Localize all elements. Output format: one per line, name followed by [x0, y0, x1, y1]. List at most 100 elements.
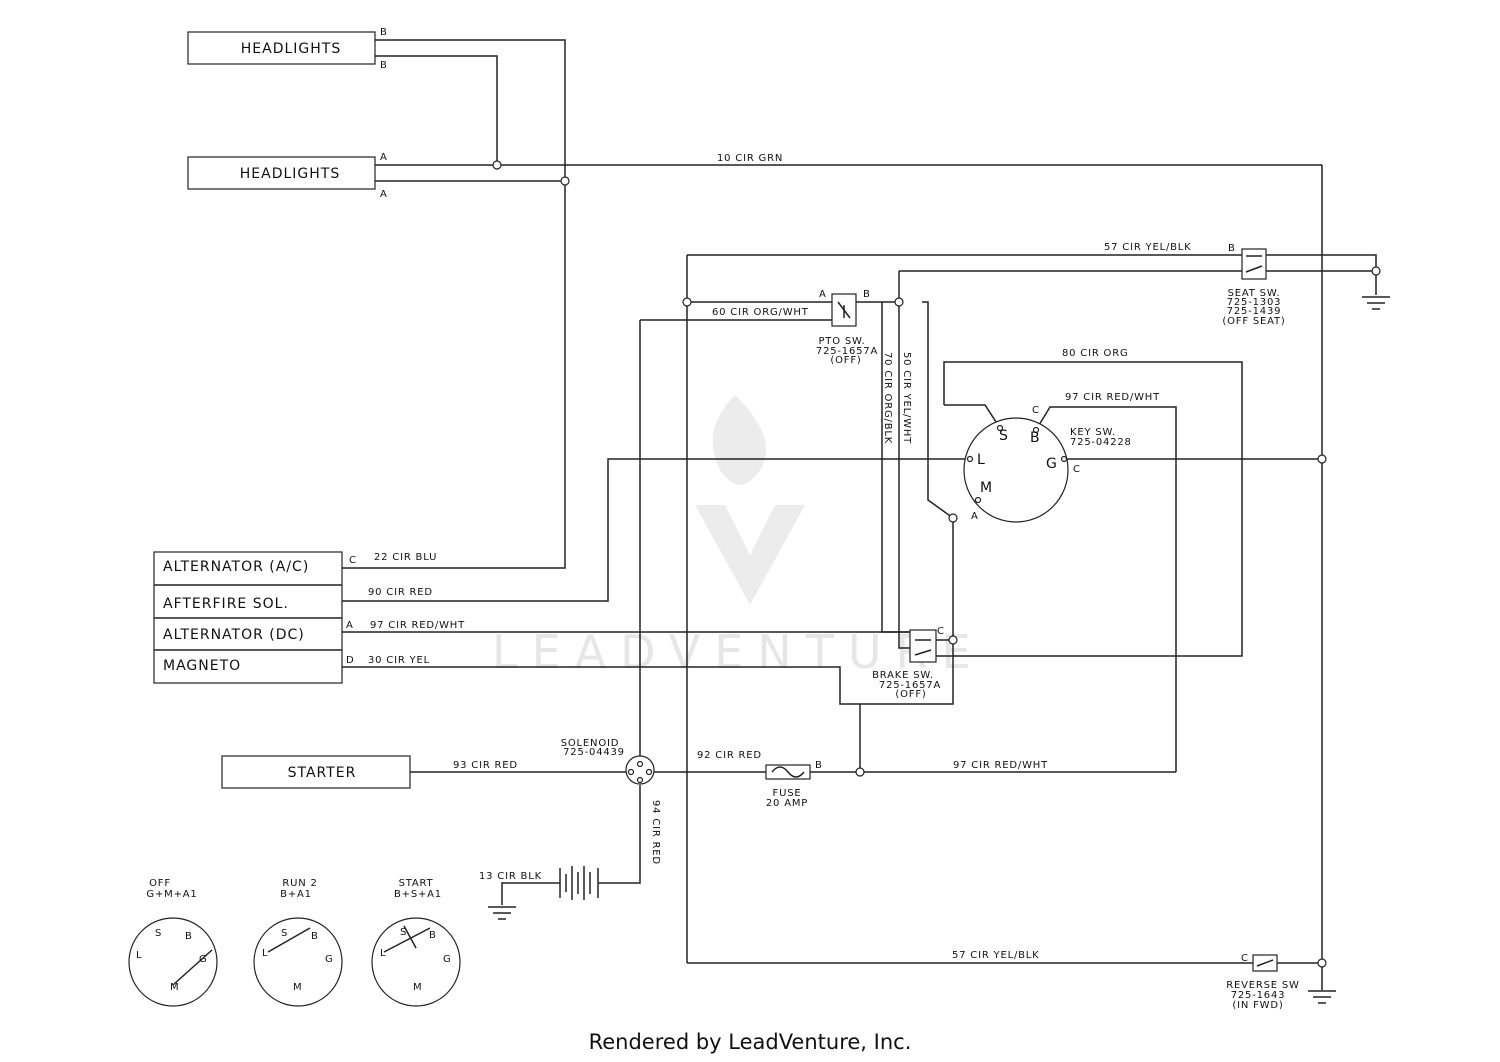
wire-label: 80 CIR ORG	[1062, 348, 1129, 359]
pin-label: C	[1073, 464, 1080, 475]
svg-text:S: S	[281, 928, 288, 939]
reverse-switch-icon	[1252, 954, 1278, 972]
key-switch-caption: 725-04228	[1070, 437, 1132, 448]
headlights-label: HEADLIGHTS	[241, 41, 341, 57]
key-position-title: OFF	[149, 878, 171, 889]
brake-switch-icon	[909, 629, 937, 663]
watermark-text: LEADVENTURE	[492, 625, 985, 679]
pto-switch-caption: PTO SW.	[818, 336, 865, 347]
alternator-ac-label: ALTERNATOR (A/C)	[163, 559, 309, 575]
wire-label: 60 CIR ORG/WHT	[712, 307, 809, 318]
seat-switch-caption: 725-1303	[1227, 297, 1282, 308]
wire-label: 70 CIR ORG/BLK	[882, 352, 893, 444]
headlights-box-1: HEADLIGHTS	[187, 31, 376, 65]
svg-text:G: G	[443, 954, 452, 965]
svg-text:G: G	[199, 954, 208, 965]
key-position-combo: B+A1	[280, 889, 312, 900]
key-terminal-g: G	[1046, 456, 1058, 472]
wire-label: 10 CIR GRN	[717, 153, 783, 164]
wire-label: 92 CIR RED	[697, 750, 762, 761]
key-position-combo: B+S+A1	[394, 889, 442, 900]
ground-icon	[1362, 296, 1390, 310]
wire-label: 94 CIR RED	[650, 800, 661, 865]
brake-switch-caption: 725-1657A	[879, 680, 941, 691]
starter-label: STARTER	[288, 765, 357, 781]
svg-text:B: B	[429, 930, 437, 941]
pin-label: B	[863, 289, 870, 300]
wire-labels: 10 CIR GRN 57 CIR YEL/BLK 60 CIR ORG/WHT…	[368, 153, 1192, 961]
afterfire-sol-label: AFTERFIRE SOL.	[163, 596, 289, 612]
key-switch-icon: S B L G M	[963, 417, 1069, 523]
svg-text:B: B	[311, 931, 319, 942]
wire-label: 22 CIR BLU	[374, 552, 437, 563]
pin-label: C	[937, 626, 944, 637]
pin-label: A	[819, 289, 826, 300]
pin-label: D	[346, 655, 354, 666]
key-position-title: START	[399, 878, 434, 889]
pin-label: B	[380, 27, 387, 38]
fuse-caption: 20 AMP	[766, 798, 808, 809]
key-terminal-s: S	[999, 428, 1009, 444]
key-terminal-m: M	[980, 480, 993, 496]
pin-label: B	[380, 60, 387, 71]
starter-box: STARTER	[221, 755, 411, 789]
key-position-combo: G+M+A1	[146, 889, 197, 900]
pin-label: A	[346, 620, 353, 631]
key-terminal-b: B	[1030, 430, 1041, 446]
svg-text:L: L	[380, 948, 386, 959]
ground-icon	[488, 906, 516, 920]
svg-text:M: M	[170, 982, 179, 993]
svg-text:S: S	[155, 928, 162, 939]
switch-captions: SEAT SW. 725-1303 725-1439 (OFF SEAT) PT…	[561, 288, 1299, 1011]
solenoid-icon	[625, 755, 655, 785]
svg-text:B: B	[185, 931, 193, 942]
wire-label: 57 CIR YEL/BLK	[1104, 242, 1192, 253]
pin-label: A	[380, 152, 387, 163]
brake-switch-caption: (OFF)	[895, 689, 926, 700]
pin-label: B	[1228, 243, 1235, 254]
wire-label: 93 CIR RED	[453, 760, 518, 771]
pto-switch-caption: (OFF)	[830, 355, 861, 366]
pin-labels: B B A A C A D B A B C C A C B C	[346, 27, 1248, 964]
wires	[342, 39, 1377, 990]
reverse-switch-caption: (IN FWD)	[1232, 1000, 1283, 1011]
ground-icon	[1308, 990, 1336, 1004]
magneto-label: MAGNETO	[163, 658, 241, 674]
alternator-dc-label: ALTERNATOR (DC)	[163, 627, 305, 643]
pto-switch-caption: 725-1657A	[816, 346, 878, 357]
wire-label: 90 CIR RED	[368, 587, 433, 598]
key-position-title: RUN 2	[282, 878, 317, 889]
svg-text:G: G	[325, 954, 334, 965]
wire-label: 97 CIR RED/WHT	[370, 620, 465, 631]
key-switch-caption: KEY SW.	[1070, 427, 1116, 438]
pin-label: C	[1241, 953, 1248, 964]
key-terminal-l: L	[977, 452, 986, 468]
wire-label: 97 CIR RED/WHT	[1065, 392, 1160, 403]
pin-label: B	[815, 760, 822, 771]
reverse-switch-caption: 725-1643	[1231, 990, 1286, 1001]
pin-label: A	[380, 189, 387, 200]
watermark: LEADVENTURE	[492, 395, 985, 679]
brake-switch-caption: BRAKE SW.	[872, 670, 934, 681]
pin-label: C	[1032, 405, 1039, 416]
credit-text: Rendered by LeadVenture, Inc.	[588, 1030, 912, 1054]
pto-switch-icon	[831, 293, 857, 327]
solenoid-caption: 725-04439	[563, 747, 625, 758]
pin-label: C	[349, 555, 356, 566]
battery-icon	[559, 866, 599, 900]
wire-label: 50 CIR YEL/WHT	[901, 352, 912, 444]
engine-connector-block: ALTERNATOR (A/C) AFTERFIRE SOL. ALTERNAT…	[153, 551, 343, 684]
reverse-switch-caption: REVERSE SW	[1226, 980, 1299, 991]
seat-switch-icon	[1241, 248, 1267, 280]
headlights-box-2: HEADLIGHTS	[187, 156, 376, 190]
fuse-caption: FUSE	[773, 788, 802, 799]
wire-label: 57 CIR YEL/BLK	[952, 950, 1040, 961]
headlights-label: HEADLIGHTS	[240, 166, 340, 182]
ground-symbols	[488, 296, 1390, 1004]
fuse-icon	[765, 764, 811, 780]
svg-text:M: M	[413, 982, 422, 993]
junctions	[492, 160, 1381, 968]
